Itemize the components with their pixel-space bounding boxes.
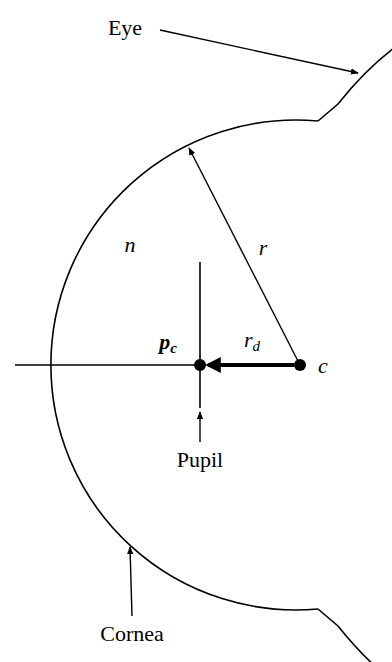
symbol-subscript: d — [253, 338, 261, 354]
cornea-center-dot — [294, 359, 306, 371]
pupil-center-dot — [194, 359, 206, 371]
symbol-label: n — [125, 233, 136, 257]
leader-arrow — [199, 412, 200, 442]
pupil-line — [199, 262, 201, 408]
symbol-label: rd — [244, 328, 260, 355]
radius-arrow — [189, 148, 300, 365]
part-label: Cornea — [100, 622, 164, 646]
eye-outline — [318, 609, 392, 662]
eye-outline — [318, 48, 392, 121]
part-label: Eye — [108, 16, 142, 40]
symbol-label: pc — [159, 330, 177, 357]
symbol-base: p — [159, 329, 170, 354]
symbol-label: r — [259, 236, 268, 260]
leader-arrow — [130, 547, 132, 616]
optical-axis — [15, 364, 200, 365]
rd-vector — [208, 363, 294, 367]
symbol-label: c — [318, 354, 328, 378]
symbol-subscript: c — [170, 340, 177, 356]
leader-arrow — [160, 30, 358, 73]
symbol-base: r — [244, 327, 253, 352]
part-label: Pupil — [177, 448, 223, 472]
